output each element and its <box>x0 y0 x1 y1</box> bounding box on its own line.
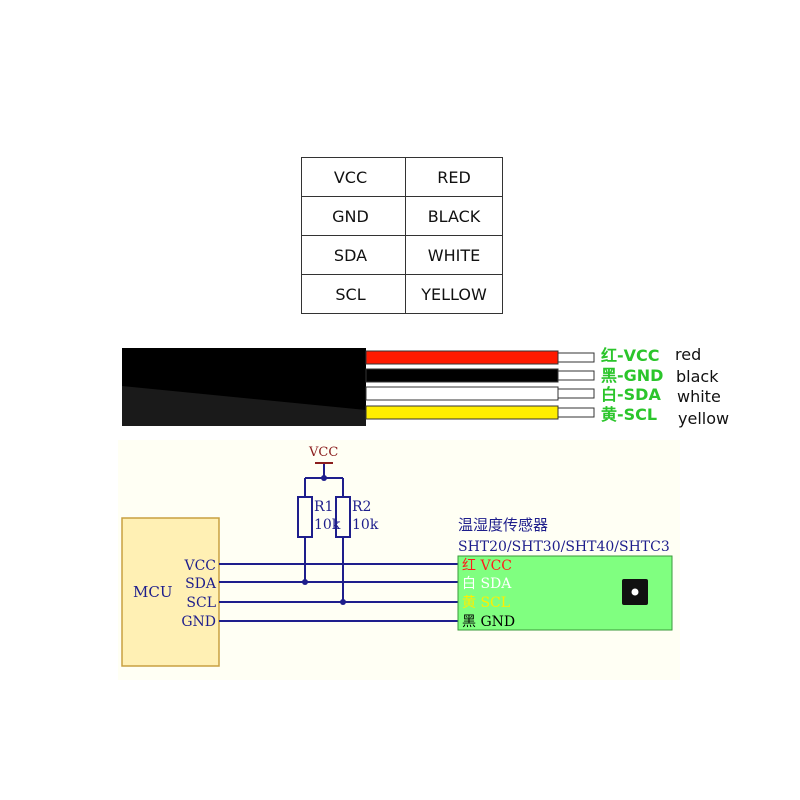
table-color-cell: WHITE <box>405 235 503 275</box>
vcc-power-label: VCC <box>308 445 338 460</box>
mcu-pin-scl: SCL <box>186 595 216 611</box>
mcu-pin-gnd: GND <box>181 614 216 630</box>
sensor-title: 温湿度传感器 <box>458 516 548 534</box>
junction-sda <box>302 579 308 585</box>
sensor-chip-aperture <box>631 588 639 596</box>
sensor-pin-sda: 白 SDA <box>462 576 512 592</box>
junction-scl <box>340 599 346 605</box>
wire-english-white: white <box>677 387 721 406</box>
junction-vcc <box>321 475 327 481</box>
wire-english-black: black <box>676 367 719 386</box>
r2-name: R2 <box>352 499 371 515</box>
resistor-r2 <box>335 496 351 538</box>
mcu-block <box>121 517 220 667</box>
resistor-r1 <box>297 496 313 538</box>
wire-english-yellow: yellow <box>678 409 730 428</box>
table-signal-cell: SCL <box>301 274 406 314</box>
mcu-label: MCU <box>133 583 172 601</box>
table-row: SCL YELLOW <box>301 274 503 314</box>
table-color-cell: BLACK <box>405 196 503 236</box>
table-signal-cell: VCC <box>301 157 406 197</box>
wire-label-vcc: 红-VCC <box>601 346 660 365</box>
table-color-cell: RED <box>405 157 503 197</box>
r1-value: 10k <box>314 517 341 533</box>
wire-label-scl: 黄-SCL <box>601 405 658 424</box>
sensor-models: SHT20/SHT30/SHT40/SHTC3 <box>458 539 670 555</box>
wire-english-red: red <box>675 345 702 364</box>
table-row: SDA WHITE <box>301 235 503 275</box>
sensor-pin-vcc: 红 VCC <box>462 558 512 574</box>
sensor-pin-gnd: 黑 GND <box>462 614 515 630</box>
table-row: VCC RED <box>301 157 503 197</box>
wire-label-gnd: 黑-GND <box>601 366 664 385</box>
sensor-pin-scl: 黄 SCL <box>462 594 510 611</box>
pin-color-table: VCC RED GND BLACK SDA WHITE SCL YELLOW <box>301 157 503 314</box>
r1-name: R1 <box>314 499 333 515</box>
table-color-cell: YELLOW <box>405 274 503 314</box>
wire-label-sda: 白-SDA <box>601 385 661 404</box>
mcu-pin-sda: SDA <box>185 576 217 592</box>
r2-value: 10k <box>352 517 379 533</box>
table-row: GND BLACK <box>301 196 503 236</box>
mcu-pin-vcc: VCC <box>183 558 216 574</box>
